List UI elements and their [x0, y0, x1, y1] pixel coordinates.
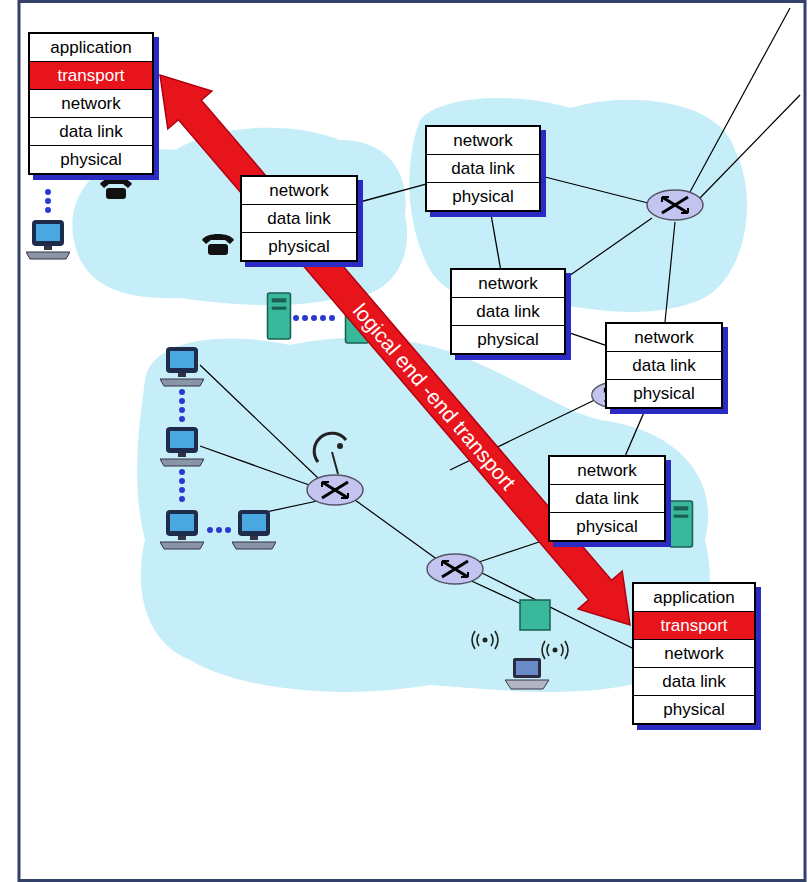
- wireless-symbol: [542, 641, 568, 659]
- satellite-dish: [314, 433, 346, 474]
- layer-name: application: [634, 584, 754, 611]
- protocol-stack: applicationtransportnetworkdata linkphys…: [632, 582, 756, 725]
- wires: [200, 8, 800, 648]
- layer-name: network: [30, 89, 152, 117]
- link-line: [358, 184, 425, 202]
- protocol-stack: applicationtransportnetworkdata linkphys…: [28, 32, 154, 175]
- host-computer: [160, 347, 204, 386]
- layer-name: network: [634, 639, 754, 667]
- layer-name: network: [242, 177, 356, 204]
- protocol-stack: networkdata linkphysical: [605, 322, 723, 409]
- layer-name: data link: [427, 154, 539, 182]
- layer-name: transport: [30, 61, 152, 89]
- layer-name: data link: [452, 297, 564, 325]
- layer-name: physical: [242, 232, 356, 260]
- router: [427, 554, 483, 584]
- host-computer: [160, 510, 204, 549]
- wireless-symbol: [472, 631, 498, 649]
- server: [670, 501, 693, 547]
- protocol-stack: networkdata linkphysical: [548, 455, 666, 542]
- layer-name: physical: [550, 512, 664, 540]
- host-computer: [232, 510, 276, 549]
- transport-arrow: [160, 75, 630, 625]
- layer-name: data link: [30, 117, 152, 145]
- link-line: [491, 212, 501, 268]
- router: [307, 475, 363, 505]
- layer-name: physical: [607, 379, 721, 407]
- link-line: [626, 409, 646, 455]
- layer-name: physical: [427, 182, 539, 210]
- layer-name: physical: [452, 325, 564, 353]
- base-station: [520, 600, 550, 630]
- telephone: [100, 178, 132, 199]
- laptop: [505, 658, 549, 689]
- layer-name: network: [427, 127, 539, 154]
- layer-name: data link: [634, 667, 754, 695]
- layer-name: network: [607, 324, 721, 351]
- router: [647, 190, 703, 220]
- layer-name: physical: [30, 145, 152, 173]
- host-computer: [26, 220, 70, 259]
- layer-name: data link: [242, 204, 356, 232]
- layer-name: physical: [634, 695, 754, 723]
- layer-name: application: [30, 34, 152, 61]
- protocol-stack: networkdata linkphysical: [450, 268, 566, 355]
- layer-name: network: [550, 457, 664, 484]
- link-line: [566, 332, 605, 346]
- layer-name: data link: [607, 351, 721, 379]
- telephone: [202, 234, 234, 255]
- layer-name: network: [452, 270, 564, 297]
- slide-frame: [19, 2, 805, 881]
- server: [268, 293, 291, 339]
- layer-name: transport: [634, 611, 754, 639]
- protocol-stack: networkdata linkphysical: [425, 125, 541, 212]
- layer-name: data link: [550, 484, 664, 512]
- host-computer: [160, 427, 204, 466]
- protocol-stack: networkdata linkphysical: [240, 175, 358, 262]
